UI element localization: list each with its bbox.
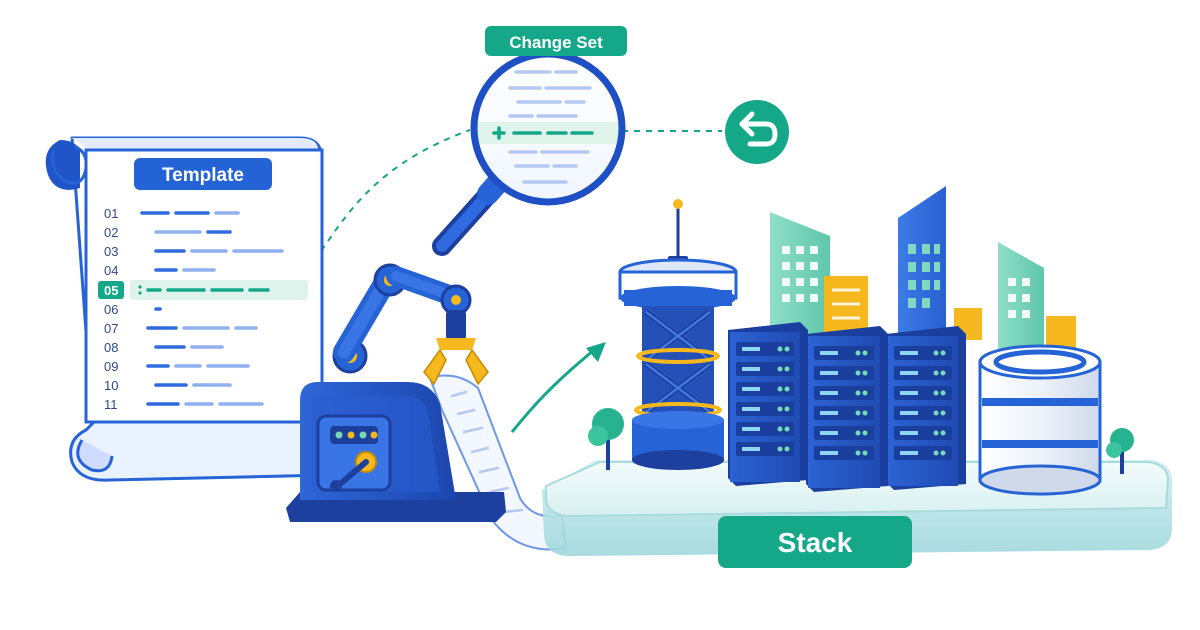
line-number: 02: [104, 225, 118, 240]
change-set-label-text: Change Set: [509, 33, 603, 52]
stack-tower: [620, 199, 736, 470]
robotic-machine: [286, 265, 566, 549]
template-highlight-row: [130, 280, 308, 300]
stack-label: Stack: [718, 516, 912, 568]
server-racks: [728, 322, 966, 492]
line-number: 06: [104, 302, 118, 317]
line-number: 11: [104, 397, 118, 412]
line-number: 07: [104, 321, 118, 336]
change-set-label: Change Set: [485, 26, 627, 56]
server-rack: [728, 322, 808, 486]
line-number: 01: [104, 206, 118, 221]
template-label-text: Template: [162, 165, 244, 186]
line-number: 03: [104, 244, 118, 259]
line-number-highlighted: 05: [104, 283, 118, 298]
database-cylinder: [980, 346, 1100, 494]
line-number: 08: [104, 340, 118, 355]
stack-label-text: Stack: [778, 527, 853, 558]
server-rack: [886, 326, 966, 490]
change-set-magnifier: Change Set: [442, 26, 627, 246]
rollback-icon: [725, 100, 789, 164]
template-label: Template: [134, 158, 272, 190]
deploy-arrow: [512, 342, 606, 432]
server-rack: [806, 326, 888, 492]
line-number: 10: [104, 378, 118, 393]
line-number: 09: [104, 359, 118, 374]
line-number: 04: [104, 263, 118, 278]
